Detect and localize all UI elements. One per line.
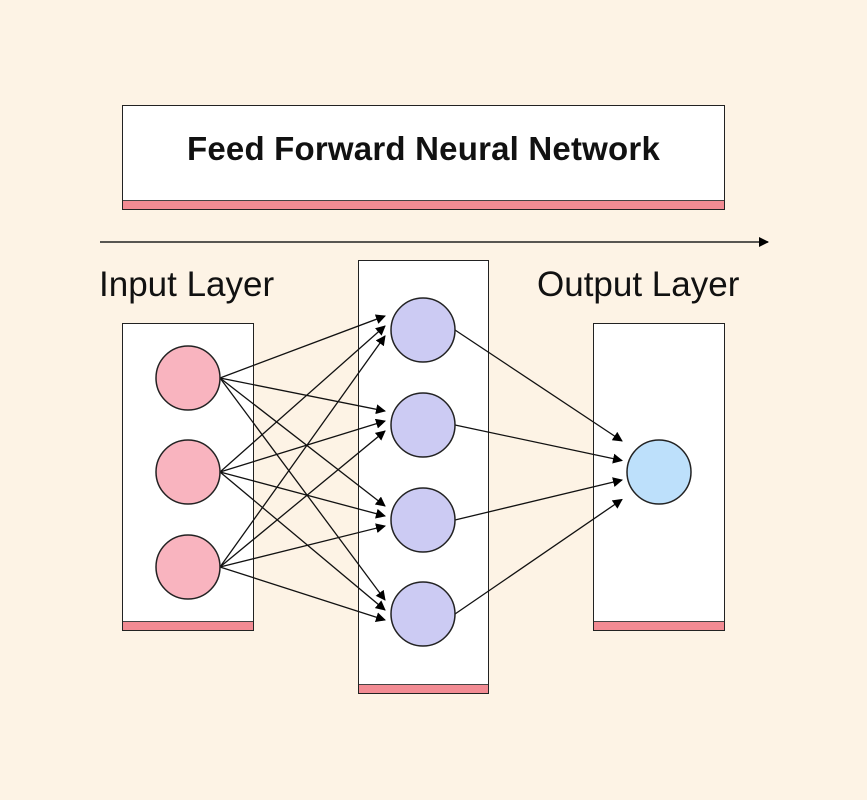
edge-input-3-to-hidden-3 (219, 523, 386, 568)
edge-hidden-4-to-output (454, 498, 623, 615)
edge-input-2-to-hidden-3 (219, 471, 386, 519)
input-layer-label: Input Layer (99, 265, 275, 304)
hidden-node-1 (390, 297, 456, 363)
edge-hidden-2-to-output (454, 424, 623, 464)
input-node-3 (155, 534, 221, 600)
output-layer-accent-strip (594, 621, 724, 630)
input-layer-accent-strip (123, 621, 253, 630)
edge-input-1-to-hidden-3 (219, 377, 386, 507)
title-accent-strip (123, 200, 724, 209)
edge-input-3-to-hidden-2 (219, 430, 386, 568)
hidden-layer-accent-strip (359, 684, 488, 693)
edge-input-2-to-hidden-4 (219, 471, 386, 611)
edge-input-1-to-hidden-2 (219, 377, 386, 415)
edge-input-2-to-hidden-1 (219, 325, 386, 473)
edge-input-2-to-hidden-2 (219, 418, 386, 473)
output-node-1 (626, 439, 692, 505)
edge-hidden-3-to-output (454, 477, 623, 521)
edge-input-1-to-hidden-1 (219, 314, 386, 379)
edge-hidden-1-to-output (454, 329, 623, 442)
edge-input-3-to-hidden-4 (219, 566, 386, 623)
input-node-1 (155, 345, 221, 411)
hidden-node-2 (390, 392, 456, 458)
diagram-title: Feed Forward Neural Network (186, 130, 660, 167)
input-node-2 (155, 439, 221, 505)
output-layer-label: Output Layer (537, 265, 740, 304)
title-box: Feed Forward Neural Network (122, 105, 725, 210)
edge-input-3-to-hidden-1 (219, 335, 386, 568)
hidden-node-3 (390, 487, 456, 553)
hidden-node-4 (390, 581, 456, 647)
edge-input-1-to-hidden-4 (219, 377, 386, 601)
